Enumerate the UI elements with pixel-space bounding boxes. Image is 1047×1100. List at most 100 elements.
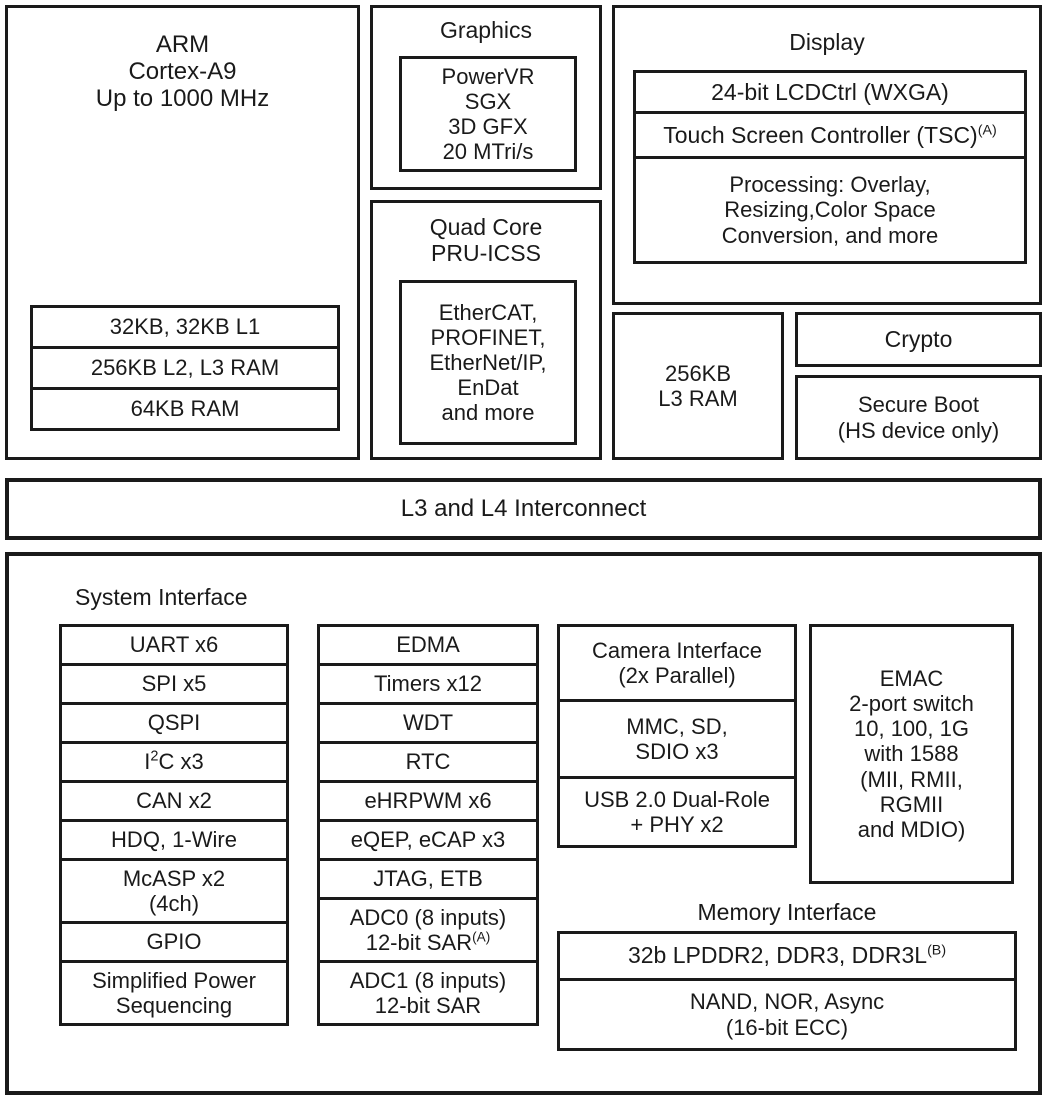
system-interface-column-2: EDMA Timers x12 WDT RTC eHRPWM x6 eQEP, …	[317, 624, 539, 1026]
display-tsc-label: Touch Screen Controller (TSC)	[663, 121, 978, 148]
peripheral-cell-i2c: I2C x3	[59, 741, 289, 783]
peripheral-cell-qspi: QSPI	[59, 702, 289, 744]
emac-line-6: RGMII	[879, 791, 944, 817]
crypto-label: Crypto	[884, 326, 953, 352]
peripheral-cell-ehrpwm: eHRPWM x6	[317, 780, 539, 822]
emac-line-1: EMAC	[879, 666, 944, 692]
crypto-block: Crypto	[795, 312, 1042, 367]
display-block: Display 24-bit LCDCtrl (WXGA) Touch Scre…	[612, 5, 1042, 305]
adc0-footnote: (A)	[472, 929, 491, 945]
pru-icss-inner-block: EtherCAT, PROFINET, EtherNet/IP, EnDat a…	[399, 280, 577, 445]
arm-memory-label: 64KB RAM	[130, 396, 240, 421]
display-processing-line-1: Processing: Overlay,	[729, 172, 931, 198]
peripheral-cell-eqep-ecap: eQEP, eCAP x3	[317, 819, 539, 861]
peripheral-label: Camera Interface (2x Parallel)	[592, 638, 762, 688]
l3-ram-line-1: 256KB	[664, 360, 732, 386]
l3-ram-line-2: L3 RAM	[658, 386, 738, 411]
peripheral-label: QSPI	[147, 709, 201, 735]
display-processing-text: Processing: Overlay, Resizing,Color Spac…	[722, 172, 938, 247]
peripheral-label: JTAG, ETB	[373, 865, 483, 891]
memory-ddr-label: 32b LPDDR2, DDR3, DDR3L	[627, 942, 928, 969]
emac-line-4: with 1588	[864, 741, 959, 767]
arm-title-line-2: Cortex-A9	[128, 57, 237, 85]
crypto-text: Crypto	[798, 315, 1039, 364]
emac-line-3: 10, 100, 1G	[854, 716, 969, 742]
pru-inner-text: EtherCAT, PROFINET, EtherNet/IP, EnDat a…	[402, 283, 574, 442]
display-tsc-label-wrap: Touch Screen Controller (TSC)(A)	[663, 122, 996, 149]
memory-interface-rows: 32b LPDDR2, DDR3, DDR3L(B) NAND, NOR, As…	[557, 931, 1017, 1051]
arm-memory-label: 256KB L2, L3 RAM	[90, 355, 280, 380]
memory-label-line-1: NAND, NOR, Async	[689, 989, 885, 1015]
display-header: Display	[789, 29, 865, 55]
peripheral-label: CAN x2	[136, 787, 212, 813]
peripheral-label: SPI x5	[141, 670, 207, 696]
peripheral-label-line-1: McASP x2	[122, 865, 226, 891]
graphics-inner-text: PowerVR SGX 3D GFX 20 MTri/s	[402, 59, 574, 169]
system-interface-column-1: UART x6 SPI x5 QSPI I2C x3 CAN x2 HDQ, 1…	[59, 624, 289, 1026]
peripheral-label-line-2: 12-bit SAR(A)	[350, 930, 507, 955]
memory-label-wrap: 32b LPDDR2, DDR3, DDR3L(B)	[627, 942, 946, 969]
peripheral-label-line-1: ADC0 (8 inputs)	[349, 904, 507, 930]
secure-boot-line-1: Secure Boot	[857, 392, 980, 418]
graphics-header: Graphics	[439, 17, 533, 43]
peripheral-cell-wdt: WDT	[317, 702, 539, 744]
peripherals-block: System Interface UART x6 SPI x5 QSPI I2C…	[5, 552, 1042, 1095]
pru-line-4: EnDat	[457, 375, 519, 401]
peripheral-label: RTC	[405, 748, 451, 774]
peripheral-label-line-2: (2x Parallel)	[618, 663, 736, 688]
peripheral-label-line-1: ADC1 (8 inputs)	[349, 967, 507, 993]
peripheral-cell-mmc-sd-sdio: MMC, SD, SDIO x3	[557, 699, 797, 779]
arm-memory-label: 32KB, 32KB L1	[109, 314, 261, 339]
system-interface-label: System Interface	[75, 584, 248, 610]
l3-ram-text: 256KB L3 RAM	[615, 315, 781, 457]
memory-label-line-2: (16-bit ECC)	[725, 1014, 849, 1040]
arm-memory-row: 256KB L2, L3 RAM	[30, 346, 340, 390]
interconnect-block: L3 and L4 Interconnect	[5, 478, 1042, 540]
arm-core-block: ARM Cortex-A9 Up to 1000 MHz 32KB, 32KB …	[5, 5, 360, 460]
peripheral-label-line-2: SDIO x3	[635, 739, 719, 764]
peripheral-label-line-2: 12-bit SAR	[374, 993, 482, 1018]
peripheral-label: ADC1 (8 inputs) 12-bit SAR	[350, 968, 507, 1018]
peripheral-label: Simplified Power Sequencing	[92, 968, 256, 1018]
pru-icss-header: Quad Core PRU-ICSS	[373, 214, 599, 267]
peripheral-cell-jtag-etb: JTAG, ETB	[317, 858, 539, 900]
interconnect-label: L3 and L4 Interconnect	[400, 495, 647, 522]
peripheral-label: HDQ, 1-Wire	[111, 826, 237, 852]
peripheral-label: Timers x12	[374, 670, 482, 696]
l3-ram-block: 256KB L3 RAM	[612, 312, 784, 460]
peripheral-label: MMC, SD, SDIO x3	[626, 714, 727, 764]
peripheral-cell-uart: UART x6	[59, 624, 289, 666]
secure-boot-line-2: (HS device only)	[837, 417, 1000, 443]
peripheral-cell-edma: EDMA	[317, 624, 539, 666]
peripheral-label-i2c: I2C x3	[144, 748, 204, 774]
emac-line-5: (MII, RMII,	[860, 766, 963, 792]
peripheral-cell-camera-interface: Camera Interface (2x Parallel)	[557, 624, 797, 702]
peripheral-label: EDMA	[396, 631, 460, 657]
display-lcdctrl-label: 24-bit LCDCtrl (WXGA)	[711, 78, 949, 105]
peripheral-label-line-2: Sequencing	[115, 993, 233, 1018]
peripheral-cell-timers: Timers x12	[317, 663, 539, 705]
arm-title-line-1: ARM	[155, 31, 210, 58]
system-interface-column-3: Camera Interface (2x Parallel) MMC, SD, …	[557, 624, 797, 848]
peripheral-label-line-2: (4ch)	[148, 891, 200, 916]
arm-memory-row: 64KB RAM	[30, 387, 340, 431]
peripheral-cell-rtc: RTC	[317, 741, 539, 783]
peripheral-label: GPIO	[146, 928, 202, 954]
arm-memory-row: 32KB, 32KB L1	[30, 305, 340, 349]
graphics-line-2: SGX	[464, 88, 512, 114]
display-processing-line-2: Resizing,Color Space	[724, 197, 936, 223]
pru-header-line-2: PRU-ICSS	[431, 239, 541, 266]
pru-line-5: and more	[441, 400, 535, 426]
pru-line-1: EtherCAT,	[438, 299, 538, 325]
arm-title-line-3: Up to 1000 MHz	[95, 84, 270, 112]
peripheral-cell-hdq: HDQ, 1-Wire	[59, 819, 289, 861]
display-rows-group: 24-bit LCDCtrl (WXGA) Touch Screen Contr…	[633, 70, 1027, 264]
peripheral-label: UART x6	[129, 631, 219, 657]
peripheral-cell-gpio: GPIO	[59, 921, 289, 963]
graphics-line-1: PowerVR	[441, 63, 535, 89]
peripheral-label: eQEP, eCAP x3	[350, 826, 506, 852]
arm-memory-group: 32KB, 32KB L1 256KB L2, L3 RAM 64KB RAM	[30, 305, 340, 431]
memory-label: NAND, NOR, Async (16-bit ECC)	[690, 989, 884, 1039]
peripheral-label-line-1: MMC, SD,	[626, 713, 728, 739]
